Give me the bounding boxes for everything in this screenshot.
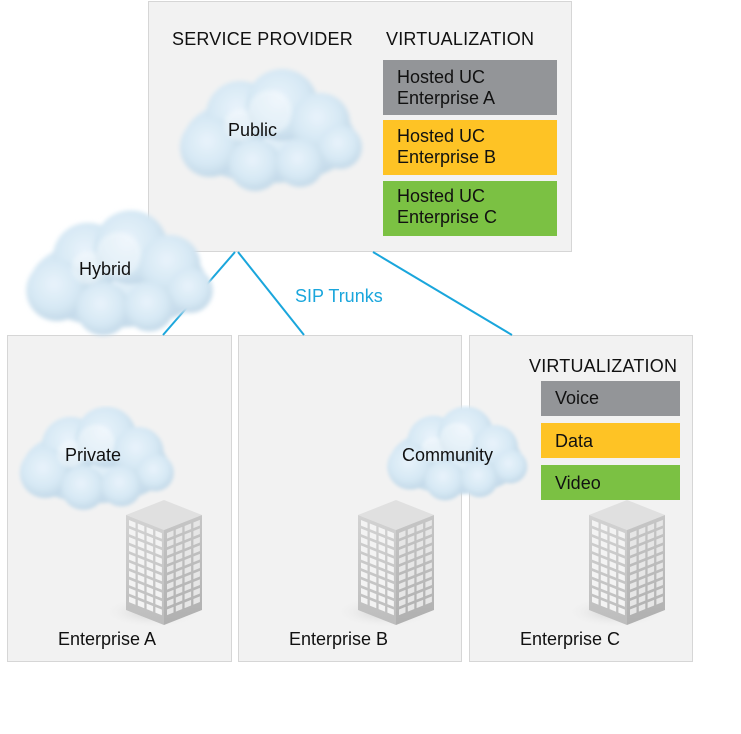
virtualization-voice: Voice — [541, 381, 680, 416]
community-cloud-label: Community — [402, 445, 494, 465]
voice-label: Voice — [555, 388, 600, 408]
building-icon-enterprise-c — [571, 500, 666, 628]
sip-trunk-line-c — [372, 251, 513, 336]
sip-trunks-label: SIP Trunks — [295, 286, 383, 306]
virtualization-data: Data — [541, 423, 680, 458]
hosted-uc-enterprise-c: Hosted UC Enterprise C — [383, 181, 557, 236]
hosted-uc-c-line1: Hosted UC — [397, 186, 486, 206]
sp-virtualization-heading: VIRTUALIZATION — [386, 29, 535, 49]
hosted-uc-a-line2: Enterprise A — [397, 88, 496, 108]
enterprise-a-label: Enterprise A — [58, 629, 157, 649]
hosted-uc-b-line2: Enterprise B — [397, 147, 497, 167]
hosted-uc-a-line1: Hosted UC — [397, 67, 486, 87]
public-cloud-label: Public — [228, 120, 278, 140]
building-icon-enterprise-a — [108, 500, 203, 628]
ent-c-virtualization-heading: VIRTUALIZATION — [529, 356, 678, 376]
service-provider-heading: SERVICE PROVIDER — [172, 29, 353, 49]
hosted-uc-enterprise-a: Hosted UC Enterprise A — [383, 60, 557, 115]
hosted-uc-b-line1: Hosted UC — [397, 126, 486, 146]
hosted-uc-c-line2: Enterprise C — [397, 207, 498, 227]
enterprise-c-label: Enterprise C — [520, 629, 621, 649]
private-cloud-label: Private — [65, 445, 122, 465]
video-label: Video — [555, 473, 601, 493]
building-icon-enterprise-b — [340, 500, 435, 628]
data-label: Data — [555, 431, 594, 451]
hosted-uc-enterprise-b: Hosted UC Enterprise B — [383, 120, 557, 175]
hybrid-cloud-label: Hybrid — [79, 259, 132, 279]
enterprise-b-label: Enterprise B — [289, 629, 389, 649]
sip-trunk-line-b — [237, 251, 305, 336]
virtualization-video: Video — [541, 465, 680, 500]
